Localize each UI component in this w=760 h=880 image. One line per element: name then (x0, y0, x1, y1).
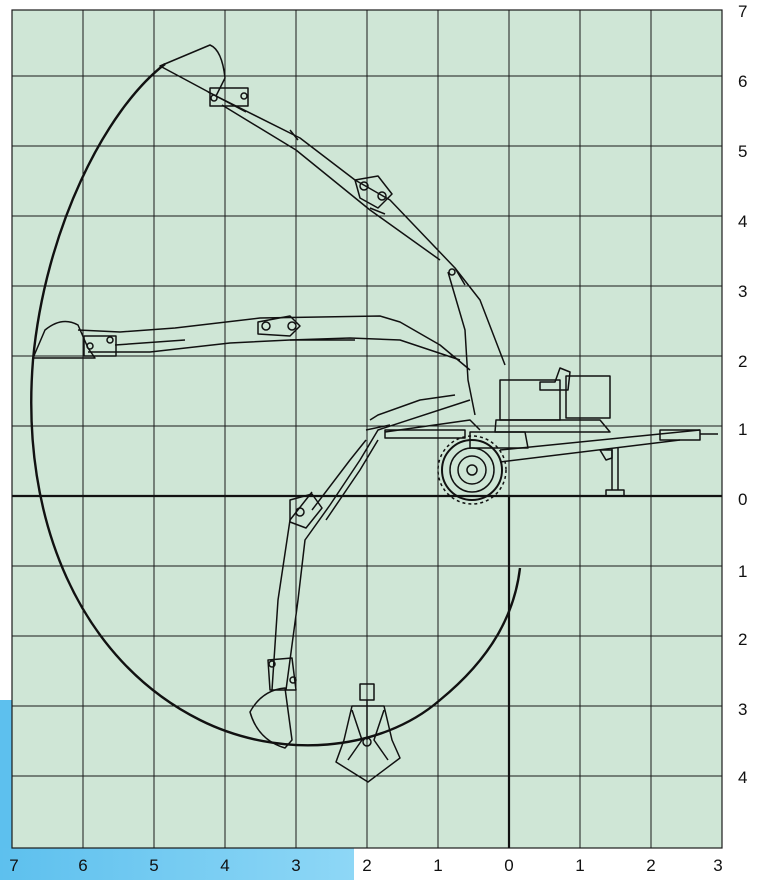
y-tick-label: 4 (738, 768, 748, 787)
y-tick-label: 0 (738, 490, 748, 509)
x-tick-label: 7 (9, 856, 19, 875)
excavator-arm-deep (249, 394, 481, 749)
y-tick-label: 2 (738, 630, 748, 649)
x-tick-label: 2 (362, 856, 372, 875)
operator-seat (539, 367, 571, 391)
stabilizer-leg (599, 448, 625, 497)
y-tick-label: 3 (738, 700, 748, 719)
x-tick-label: 1 (575, 856, 585, 875)
y-tick-label: 2 (738, 352, 748, 371)
y-tick-label: 5 (738, 142, 748, 161)
y-tick-label: 1 (738, 562, 748, 581)
blue-accent-bar (0, 848, 354, 880)
reach-envelope (30, 63, 522, 747)
y-tick-label: 6 (738, 72, 748, 91)
x-tick-label: 2 (646, 856, 656, 875)
y-tick-label: 4 (738, 212, 748, 231)
machine-body (469, 367, 718, 463)
y-tick-label: 7 (738, 2, 748, 21)
y-tick-label: 1 (738, 420, 748, 439)
wheel (437, 435, 507, 505)
excavator-arm-high (159, 44, 506, 416)
blue-accent-strip (0, 700, 12, 850)
plot-border (11, 9, 723, 849)
x-tick-label: 4 (220, 856, 230, 875)
clamshell-bucket (335, 683, 401, 783)
x-tick-label: 0 (504, 856, 514, 875)
y-tick-label: 3 (738, 282, 748, 301)
x-tick-label: 1 (433, 856, 443, 875)
x-tick-label: 6 (78, 856, 88, 875)
excavator-drawing (32, 44, 718, 783)
x-tick-label: 3 (713, 856, 723, 875)
x-tick-label: 3 (291, 856, 301, 875)
x-tick-label: 5 (149, 856, 159, 875)
excavator-arm-horizontal (32, 315, 471, 371)
